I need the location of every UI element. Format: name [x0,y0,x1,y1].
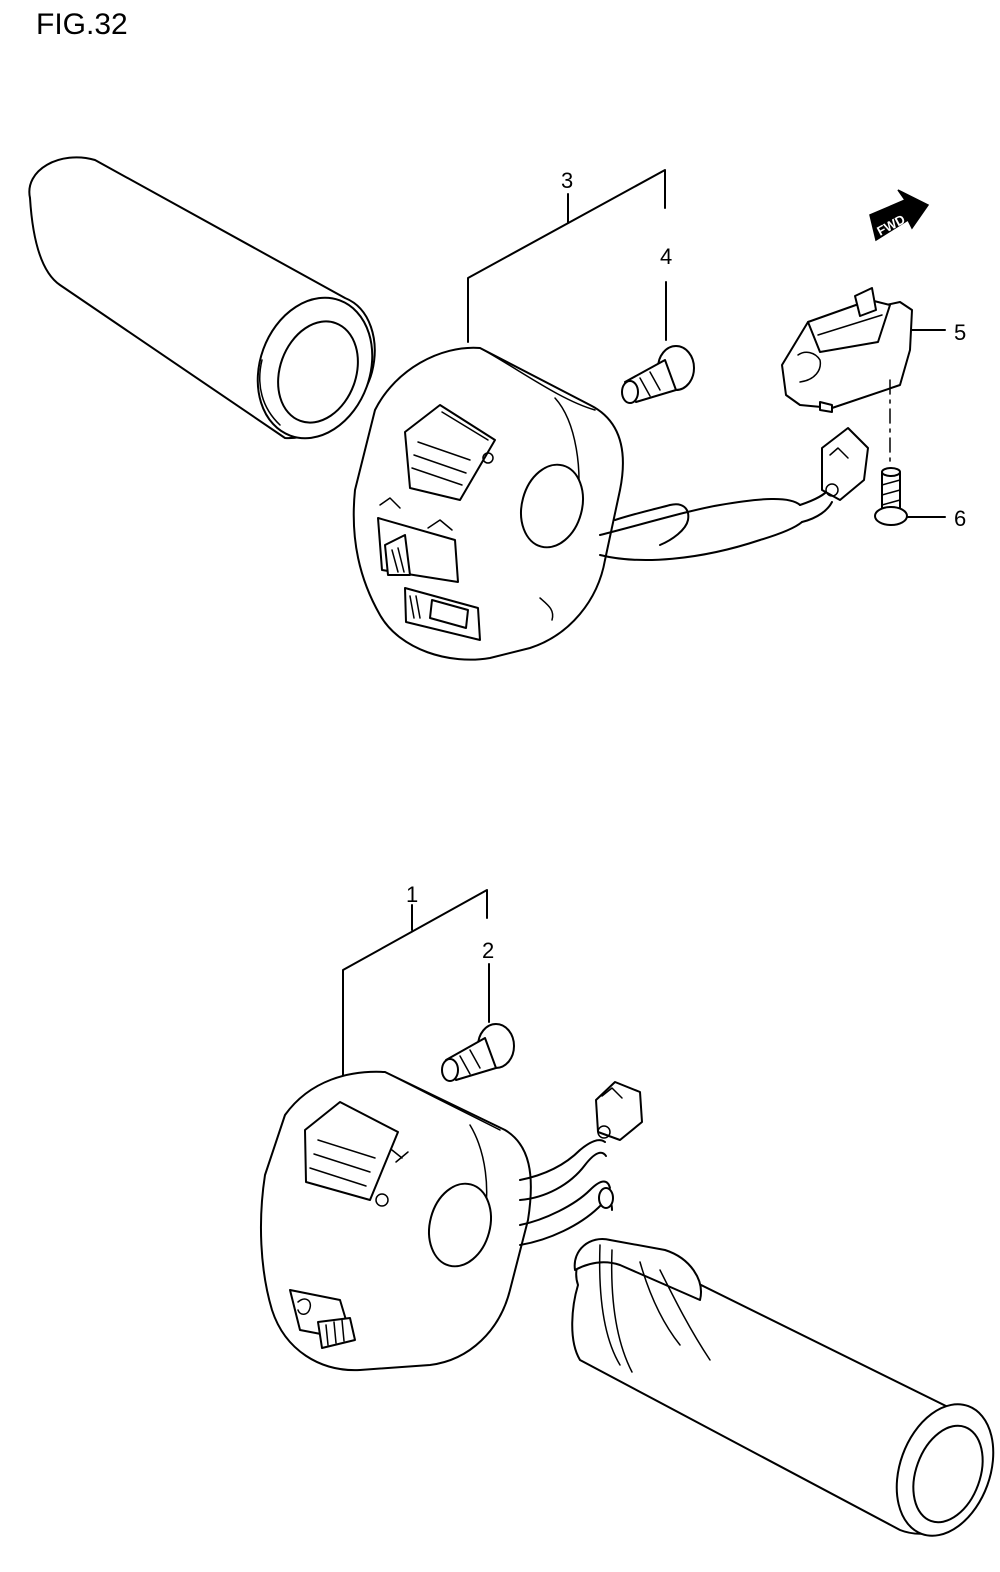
left-grip [28,156,376,440]
callout-6: 6 [954,506,966,531]
brake-switch-5 [781,287,946,463]
leader-1 [342,889,488,1077]
throttle-grip [571,1238,995,1537]
figure-title: FIG.32 [36,8,128,41]
right-switch-housing [352,346,833,661]
callout-1: 1 [406,882,418,907]
leader-3 [467,169,666,343]
left-switch-housing [260,1070,614,1372]
fwd-arrow-icon: FWD [869,189,930,242]
screw-4 [621,281,695,404]
bottom-connector [595,1081,643,1141]
callout-4: 4 [660,244,672,269]
screw-6 [874,467,946,526]
callout-5: 5 [954,320,966,345]
top-connector [821,427,869,501]
screw-2 [441,963,515,1082]
callout-2: 2 [482,938,494,963]
callout-3: 3 [561,168,573,193]
